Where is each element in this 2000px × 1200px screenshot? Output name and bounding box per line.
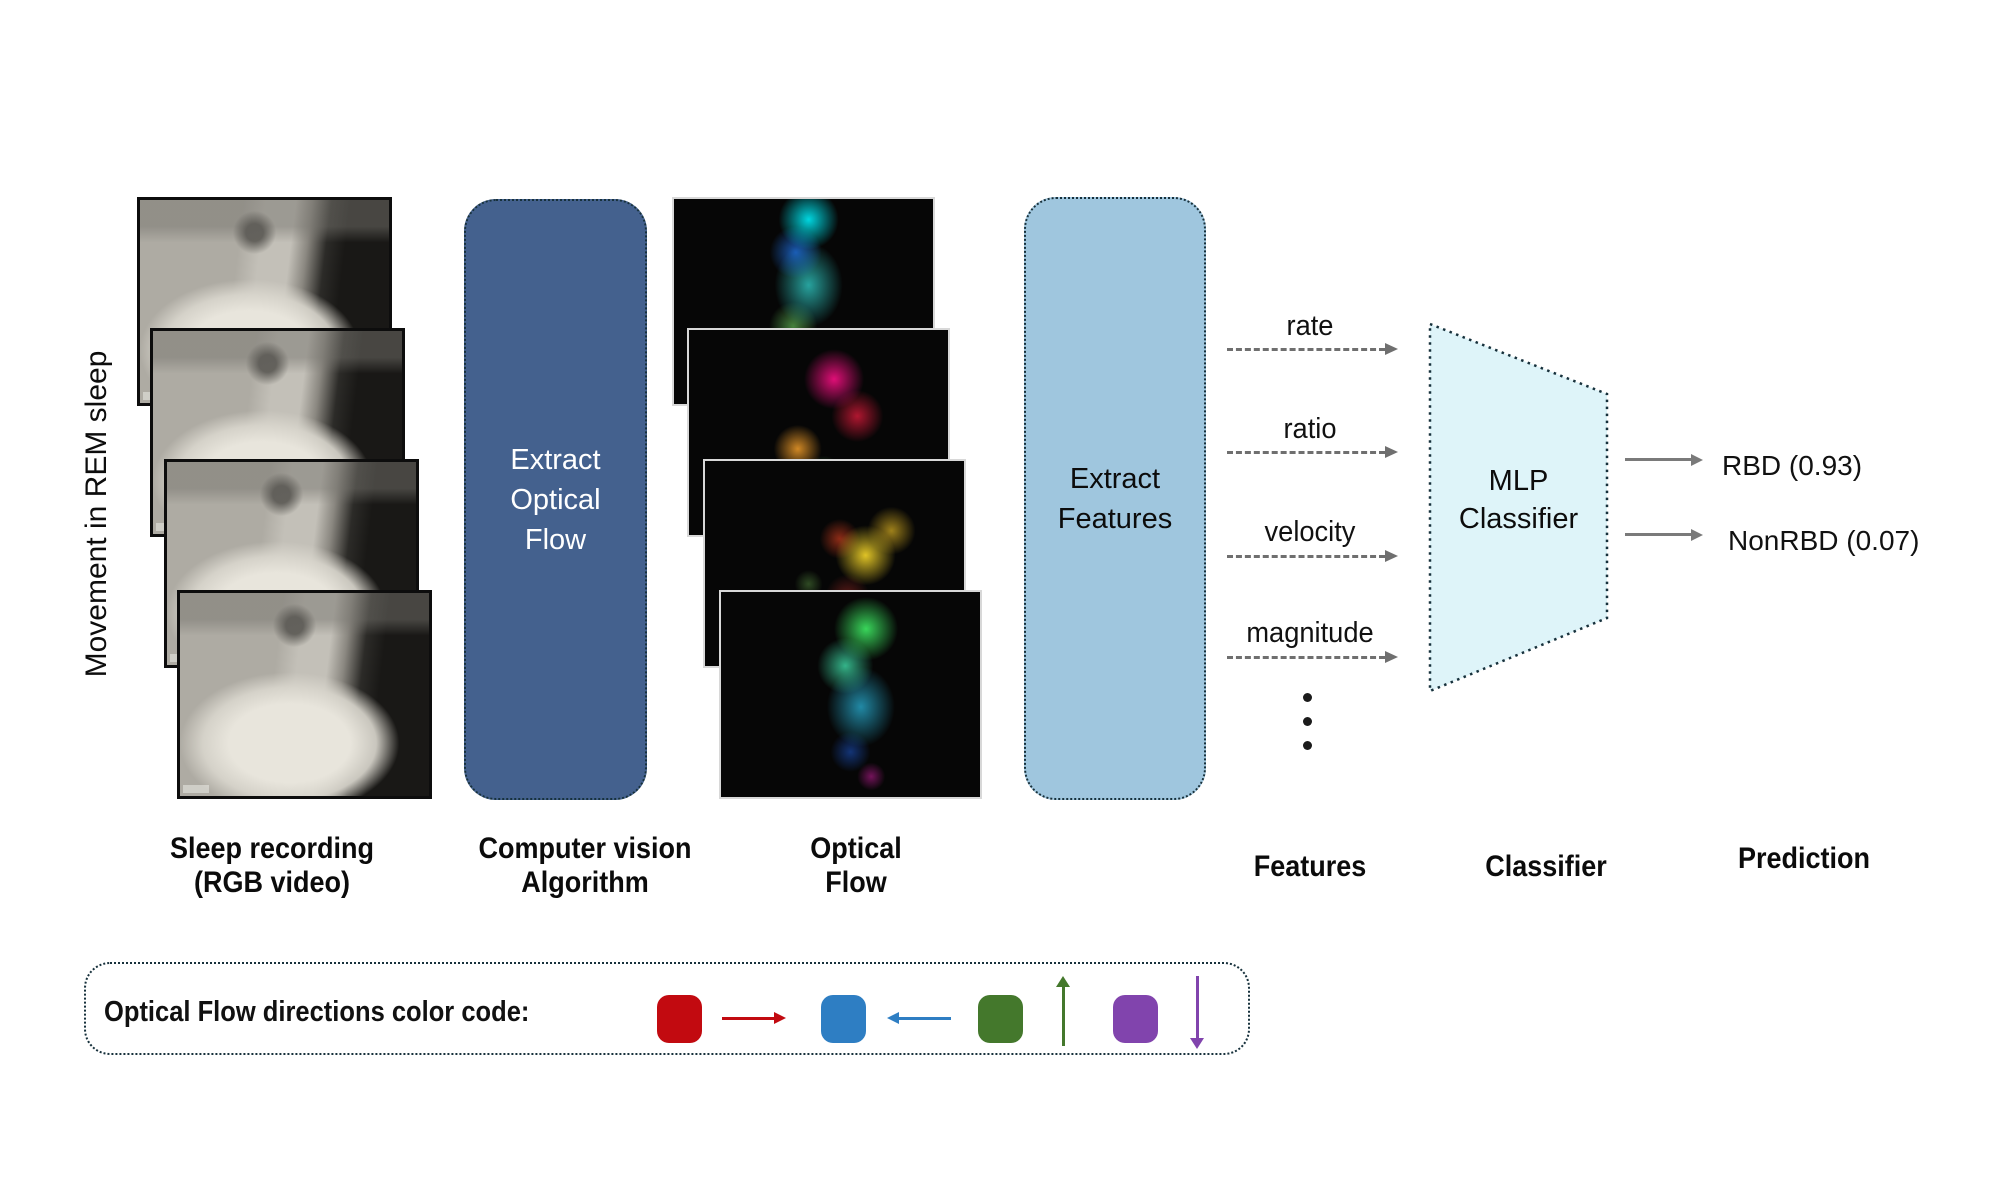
sleep-frame-4 (177, 590, 432, 799)
right-arrow-icon (722, 1012, 786, 1024)
caption-prediction: Prediction (1737, 842, 1871, 875)
feature-ratio-label: ratio (1283, 413, 1337, 445)
nonrbd-output-label: NonRBD (0.07) (1728, 525, 1920, 556)
up-arrow-icon (1055, 976, 1070, 1046)
rbd-output-arrow (1625, 453, 1703, 466)
optical-flow-frame-4 (719, 590, 982, 799)
camera-timestamp (183, 785, 209, 793)
feature-velocity-label: velocity (1264, 516, 1356, 548)
caption-optical-flow: Optical Flow (810, 832, 902, 899)
ellipsis-dot (1303, 693, 1312, 702)
ellipsis-dot (1303, 717, 1312, 726)
movement-rem-sleep-label: Movement in REM sleep (80, 350, 113, 678)
mlp-classifier-text: MLP Classifier (1458, 465, 1579, 535)
legend-swatch-right (657, 995, 702, 1043)
mlp-classifier-shape (1428, 322, 1609, 693)
velocity-arrow (1227, 550, 1398, 562)
feature-rate-label: rate (1286, 310, 1334, 342)
ellipsis-dot (1303, 741, 1312, 750)
nonrbd-output-arrow (1625, 528, 1703, 541)
legend-label: Optical Flow directions color code: (104, 996, 530, 1028)
caption-computer-vision: Computer vision Algorithm (478, 832, 692, 899)
down-arrow-icon (1189, 976, 1204, 1049)
ratio-arrow (1227, 446, 1398, 458)
legend-swatch-up (978, 995, 1023, 1043)
extract-features-text: Extract Features (1057, 462, 1173, 535)
caption-features: Features (1253, 850, 1367, 883)
rbd-output-label: RBD (0.93) (1722, 450, 1863, 481)
extract-optical-flow-box: Extract Optical Flow (464, 199, 647, 800)
legend-swatch-left (821, 995, 866, 1043)
rate-arrow (1227, 343, 1398, 355)
caption-classifier: Classifier (1485, 850, 1607, 883)
feature-magnitude-label: magnitude (1246, 617, 1374, 649)
caption-sleep-recording: Sleep recording (RGB video) (169, 832, 375, 899)
extract-optical-flow-text: Extract Optical Flow (510, 443, 601, 556)
magnitude-arrow (1227, 651, 1398, 663)
legend-swatch-down (1113, 995, 1158, 1043)
left-arrow-icon (887, 1012, 951, 1024)
extract-features-box: Extract Features (1024, 197, 1206, 800)
